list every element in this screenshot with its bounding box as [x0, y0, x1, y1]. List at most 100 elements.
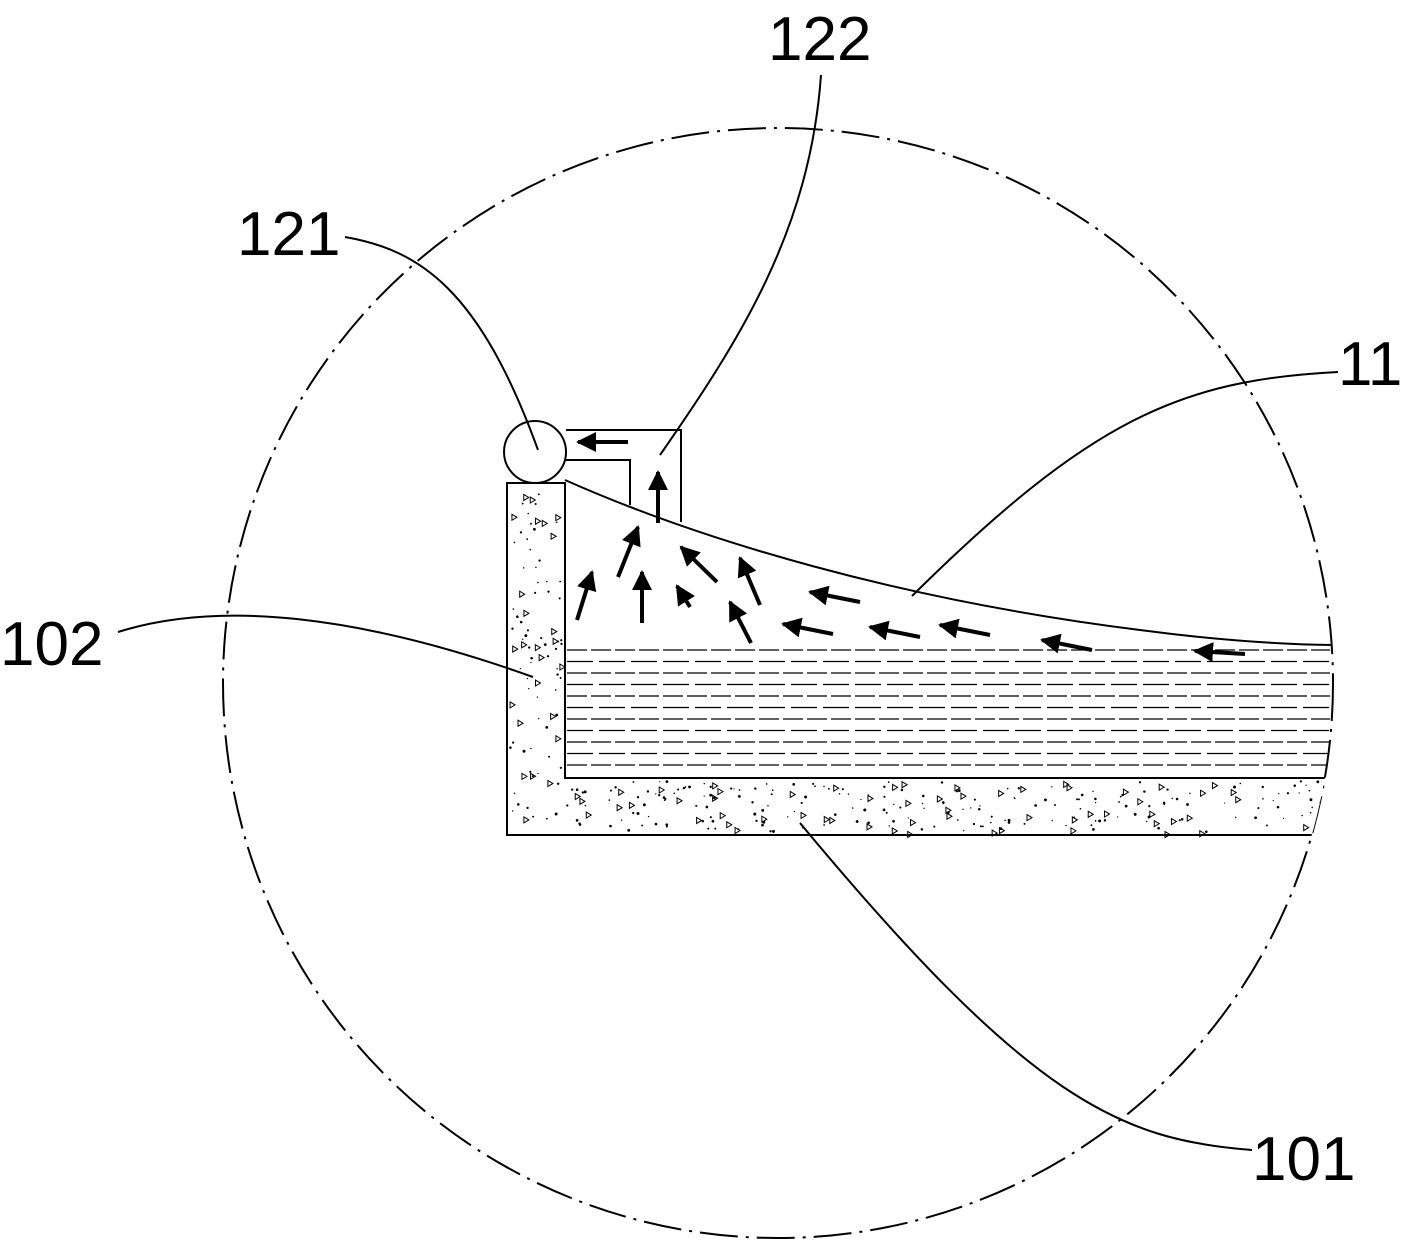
aggregate-dot	[1276, 805, 1280, 809]
aggregate-dot	[1282, 817, 1285, 820]
aggregate-dot	[1078, 798, 1080, 801]
aggregate-dot	[659, 781, 661, 783]
aggregate-stone	[551, 627, 558, 636]
aggregate-dot	[883, 785, 886, 789]
aggregate-dot	[1305, 784, 1307, 786]
label-101: 101	[1252, 1125, 1355, 1194]
aggregate-dot	[892, 819, 895, 823]
aggregate-dot	[907, 817, 909, 819]
aggregate-dot	[522, 749, 526, 753]
aggregate-dot	[614, 786, 617, 789]
aggregate-stone	[529, 496, 537, 504]
aggregate-dot	[654, 822, 658, 826]
aggregate-dot	[556, 668, 558, 670]
aggregate-dot	[733, 788, 735, 790]
aggregate-dot	[677, 788, 680, 791]
detail-content	[503, 420, 1333, 839]
aggregate-dot	[655, 793, 657, 795]
aggregate-dot	[1265, 824, 1268, 827]
aggregate-dot	[534, 502, 537, 506]
aggregate-stone	[1186, 814, 1194, 823]
aggregate-dot	[703, 782, 705, 785]
aggregate-stone	[734, 826, 742, 835]
flow-arrow	[728, 600, 753, 644]
aggregate-dot	[940, 781, 944, 784]
flow-arrow	[868, 620, 921, 641]
flow-arrow	[938, 618, 991, 639]
aggregate-stone	[618, 788, 625, 797]
aggregate-dot	[546, 655, 550, 658]
aggregate-dot	[548, 755, 551, 758]
aggregate-dot	[1065, 824, 1067, 827]
aggregate-dot	[882, 808, 886, 812]
aggregate-dot	[737, 794, 741, 798]
aggregate-dot	[863, 808, 867, 812]
aggregate-dot	[1054, 804, 1057, 806]
label-121: 121	[237, 200, 340, 269]
aggregate-dot	[767, 805, 769, 807]
aggregate-dot	[1094, 797, 1097, 801]
aggregate-stone	[1153, 819, 1161, 828]
aggregate-dot	[665, 823, 669, 826]
aggregate-stone	[998, 789, 1005, 798]
aggregate-stone	[538, 653, 546, 662]
aggregate-dot	[1189, 792, 1191, 795]
aggregate-dot	[531, 775, 534, 778]
aggregate-dot	[537, 772, 539, 775]
aggregate-dot	[581, 791, 584, 794]
aggregate-dot	[972, 822, 976, 826]
aggregate-dot	[1146, 820, 1148, 823]
aggregate-dot	[575, 788, 579, 791]
water-body	[567, 649, 1330, 766]
flow-arrow	[808, 585, 861, 606]
aggregate-stone	[519, 590, 526, 599]
aggregate-stone	[523, 816, 530, 824]
aggregate-dot	[578, 822, 581, 825]
aggregate-dot	[793, 810, 796, 813]
aggregate-stone	[523, 493, 530, 502]
aggregate-dot	[855, 820, 859, 823]
aggregate-stone	[891, 827, 899, 835]
aggregate-stone	[555, 734, 562, 743]
aggregate-dot	[1286, 792, 1290, 795]
aggregate-dot	[512, 608, 515, 610]
aggregate-dot	[1076, 798, 1079, 801]
aggregate-dot	[999, 827, 1003, 831]
flow-arrow	[737, 556, 762, 606]
aggregate-dot	[1272, 799, 1274, 802]
aggregate-dot	[899, 806, 902, 809]
aggregate-stone	[901, 780, 909, 789]
aggregate-dot	[1178, 819, 1181, 822]
aggregate-dot	[1017, 787, 1021, 790]
aggregate-dot	[1175, 797, 1179, 801]
aggregate-dot	[632, 781, 635, 783]
aggregate-dot	[608, 799, 611, 801]
aggregate-dot	[536, 696, 539, 698]
aggregate-dot	[558, 597, 561, 600]
aggregate-dot	[554, 689, 557, 691]
aggregate-stone	[541, 519, 549, 528]
aggregate-dot	[537, 717, 540, 720]
aggregate-dot	[772, 829, 775, 833]
label-122: 122	[768, 5, 871, 74]
aggregate-dot	[540, 636, 543, 640]
aggregate-stone	[907, 830, 914, 839]
aggregate-dot	[559, 766, 562, 769]
aggregate-dot	[1309, 811, 1312, 814]
flow-arrow	[575, 570, 597, 621]
aggregate-dot	[761, 823, 764, 827]
aggregate-dot	[560, 639, 563, 642]
aggregate-stone	[1230, 788, 1238, 797]
aggregate-dot	[519, 531, 523, 534]
aggregate-dot	[1234, 816, 1237, 819]
aggregate-stone	[517, 719, 524, 728]
aggregate-dot	[524, 634, 528, 638]
aggregate-dot	[893, 803, 895, 806]
aggregate-dot	[1298, 792, 1300, 794]
aggregate-dot	[1148, 805, 1151, 808]
aggregate-stone	[1063, 780, 1070, 789]
aggregate-dot	[1079, 807, 1082, 810]
aggregate-dot	[527, 646, 531, 649]
aggregate-dot	[977, 807, 981, 811]
aggregate-dot	[923, 807, 925, 810]
